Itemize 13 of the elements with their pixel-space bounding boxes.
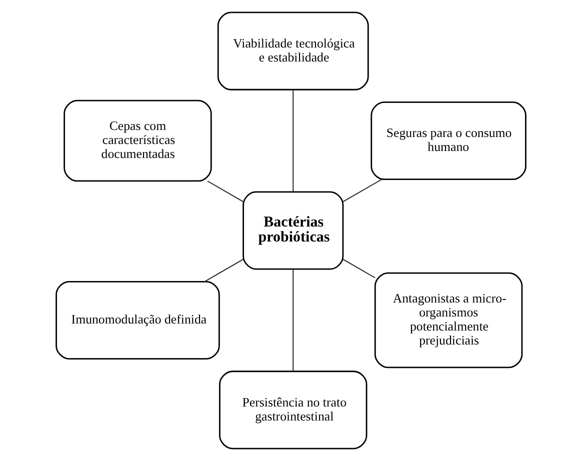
node-box: Cepas com características documentadas bbox=[64, 100, 212, 182]
node-box: Bactérias probióticas bbox=[242, 191, 344, 270]
connector bbox=[292, 269, 294, 372]
node-box: Viabilidade tecnológica e estabilidade bbox=[217, 12, 369, 90]
connector bbox=[207, 180, 244, 202]
connector bbox=[342, 178, 382, 202]
connector bbox=[292, 90, 294, 192]
connector bbox=[204, 258, 244, 282]
connector bbox=[342, 258, 376, 278]
node-box: Persistência no trato gastrointestinal bbox=[219, 370, 368, 450]
node-box: Seguras para o consumo humano bbox=[370, 102, 526, 180]
node-box: Antagonistas a micro-organismos potencialmente prejudiciais bbox=[374, 272, 523, 368]
node-box: Imunomodulação definida bbox=[56, 280, 220, 360]
